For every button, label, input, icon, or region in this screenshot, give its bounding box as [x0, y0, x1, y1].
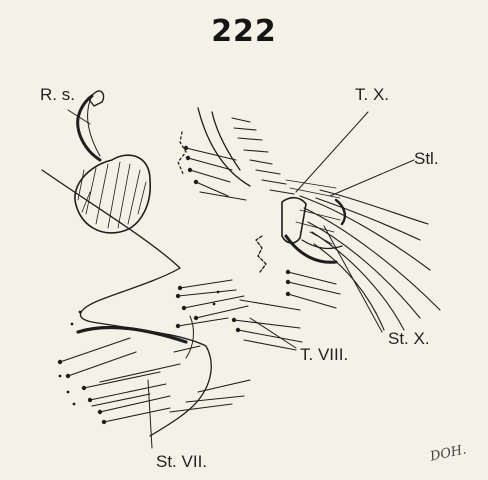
- label-rs: R. s.: [40, 86, 75, 104]
- label-tx: T. X.: [355, 86, 389, 104]
- leader-lines: [68, 110, 414, 448]
- label-tviii: T. VIII.: [300, 346, 348, 364]
- label-stx: St. X.: [388, 330, 430, 348]
- setae: [60, 118, 440, 422]
- label-stl: Stl.: [414, 150, 439, 168]
- genital-plates: [78, 180, 345, 358]
- setal-sockets: [58, 146, 290, 424]
- label-stvii: St. VII.: [156, 453, 207, 471]
- receptaculum-seminis: [75, 91, 150, 233]
